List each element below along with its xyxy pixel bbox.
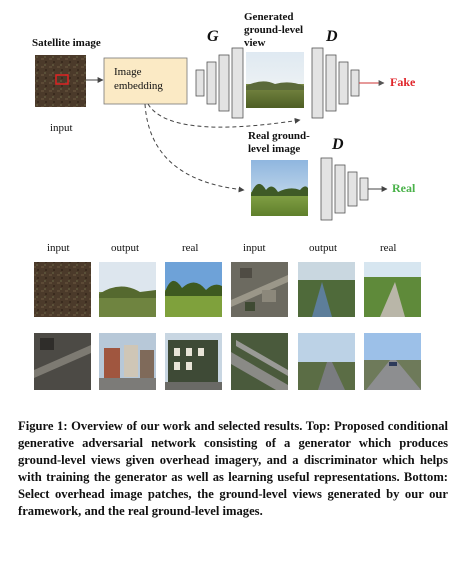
real-label: Real bbox=[392, 181, 416, 195]
real-ground-label-line1: Real ground- bbox=[248, 130, 310, 142]
results-column-header: input bbox=[47, 242, 70, 254]
discriminator-block bbox=[311, 47, 324, 119]
real-ground-image bbox=[251, 160, 308, 216]
discriminator-block bbox=[338, 61, 349, 105]
dashed-arrow-to-real-discriminator bbox=[144, 103, 245, 193]
embedding-box bbox=[103, 57, 188, 105]
discriminator-block bbox=[347, 171, 358, 207]
figure-caption: Figure 1: Overview of our work and selec… bbox=[18, 418, 448, 520]
results-column-header: output bbox=[309, 242, 338, 254]
discriminator-block bbox=[350, 69, 360, 97]
discriminator-block bbox=[325, 54, 337, 112]
results-row-2 bbox=[34, 333, 421, 390]
real-ground-label-line2: level image bbox=[248, 143, 301, 155]
satellite-image-label: Satellite image bbox=[32, 37, 101, 49]
generator-block bbox=[218, 54, 230, 112]
results-column-header: real bbox=[380, 242, 397, 254]
discriminator-block bbox=[334, 164, 346, 214]
result-thumbnail bbox=[34, 262, 91, 317]
generated-label-line3: view bbox=[244, 37, 266, 49]
satellite-image bbox=[35, 55, 86, 107]
discriminator-block bbox=[320, 157, 333, 221]
generated-label-line1: Generated bbox=[244, 11, 294, 23]
generator-blocks bbox=[195, 47, 244, 119]
generator-symbol: G bbox=[207, 28, 219, 45]
generator-block bbox=[231, 47, 244, 119]
fake-label: Fake bbox=[390, 75, 416, 89]
generator-block bbox=[195, 69, 205, 97]
embedding-label-line1: Image bbox=[114, 66, 142, 78]
generated-label-line2: ground-level bbox=[244, 24, 304, 36]
results-column-header: output bbox=[111, 242, 140, 254]
satellite-highlight-box bbox=[55, 74, 69, 85]
embedding-label-line2: embedding bbox=[114, 80, 163, 92]
discriminator-symbol-bottom: D bbox=[332, 136, 344, 153]
results-column-header: real bbox=[182, 242, 199, 254]
input-label: input bbox=[50, 122, 73, 134]
results-column-header: input bbox=[243, 242, 266, 254]
generator-block bbox=[206, 61, 217, 105]
caption-label: Figure 1: bbox=[18, 419, 68, 433]
generated-image bbox=[246, 52, 304, 108]
discriminator-block bbox=[359, 177, 369, 201]
dashed-arrow-to-discriminator bbox=[147, 103, 301, 128]
results-row-1 bbox=[34, 262, 421, 317]
discriminator-blocks-top bbox=[311, 47, 360, 119]
discriminator-blocks-bottom bbox=[320, 157, 369, 221]
discriminator-symbol-top: D bbox=[326, 28, 338, 45]
caption-text: Overview of our work and selected result… bbox=[18, 419, 448, 518]
